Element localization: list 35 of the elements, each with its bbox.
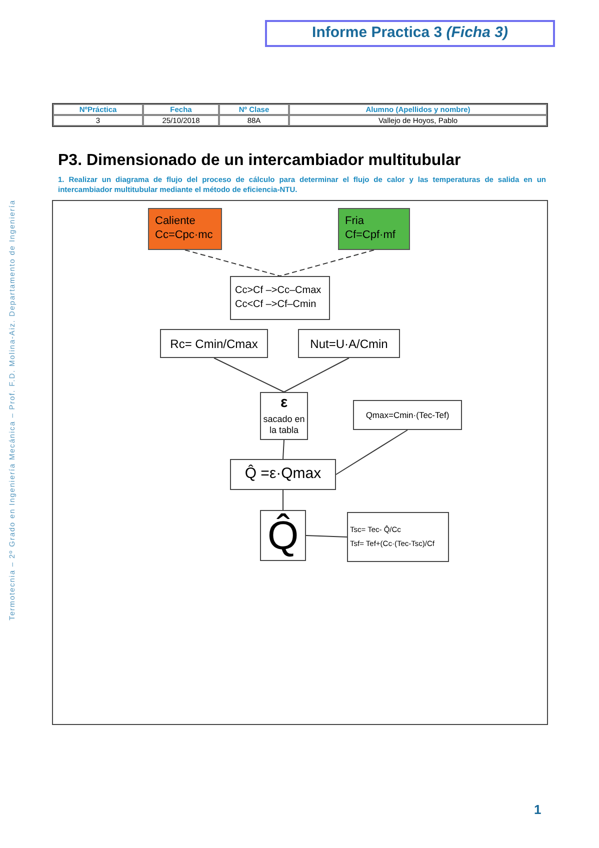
box-text: Cf=Cpf·mf <box>345 229 396 243</box>
process-box <box>298 329 400 358</box>
box-text: Q̂ <box>267 516 299 556</box>
connector-line <box>284 358 350 392</box>
connector-line <box>214 358 284 392</box>
box-text: Cc<Cf –>Cf–Cmin <box>235 298 318 312</box>
box-text: Fria <box>345 215 365 229</box>
process-box <box>265 20 555 47</box>
box-text: Qmax=Cmin·(Tec-Tef) <box>366 408 450 422</box>
box-text: Caliente <box>155 215 196 229</box>
process-box <box>230 459 336 490</box>
connector-line <box>306 535 348 538</box>
box-text: ε <box>280 395 288 410</box>
process-box <box>353 400 462 430</box>
box-text: Rc= Cmin/Cmax <box>170 336 258 352</box>
connector-line <box>336 430 408 475</box>
process-box <box>338 208 410 250</box>
connector-line <box>282 490 284 510</box>
process-box <box>260 392 308 440</box>
process-box <box>148 208 222 250</box>
connector-line <box>184 250 280 276</box>
connector-line <box>280 250 374 276</box>
connector-line <box>282 440 284 460</box>
box-text: sacado en la tabla <box>262 414 306 436</box>
box-text: Cc>Cf –>Cc–Cmax <box>235 284 322 298</box>
process-box <box>260 510 306 561</box>
box-text: Q̂ =ε·Qmax <box>244 464 322 484</box>
process-box <box>160 329 268 358</box>
box-text: Cc=Cpc·mc <box>155 229 214 243</box>
page-number: 1 <box>534 801 542 819</box>
box-text: Informe Practica 3 (Ficha 3) <box>312 23 508 44</box>
box-text: Nut=U·A/Cmin <box>310 336 388 352</box>
page-title: P3. Dimensionado de un intercambiador multitubular <box>58 151 461 171</box>
process-box <box>347 512 449 562</box>
process-box <box>230 276 330 320</box>
